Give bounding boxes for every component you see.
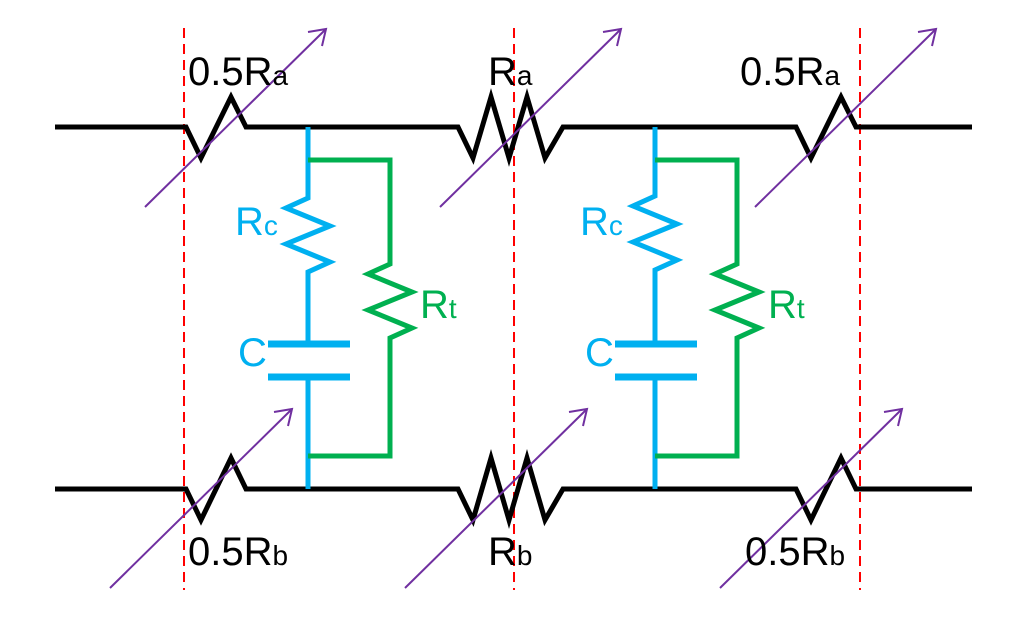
cell1-rc-c-branch [268,127,350,489]
cell1-label-c: C [238,331,267,375]
top-rail [55,88,972,167]
label-top-middle: Ra [488,50,533,94]
arrow-bottom-middle-icon [404,407,589,589]
cell2-rc-resistor [626,127,684,342]
label-bottom-middle: Rb [488,530,532,574]
arrow-top-right-icon [754,27,938,208]
label-top-right: 0.5Ra [740,50,841,94]
arrow-bottom-right-icon [719,407,904,589]
variable-arrows [109,27,938,589]
cell1-rc-resistor [279,127,337,342]
cell1-label-rc: Rc [235,200,278,244]
cell2-label-rc: Rc [580,200,623,244]
cell1-rt-branch [308,157,419,459]
arrow-top-middle-icon [439,27,623,208]
cell2-label-c: C [585,331,614,375]
label-top-left: 0.5Ra [188,50,289,94]
cell2-label-rt: Rt [768,283,805,327]
arrow-top-left-icon [144,27,328,208]
label-bottom-right: 0.5Rb [745,530,845,574]
arrow-bottom-left-icon [109,407,294,589]
label-bottom-left: 0.5Rb [188,530,288,574]
cell1-label-rt: Rt [420,283,457,327]
cell2-rt-branch [655,157,766,459]
cell2-rc-c-branch [615,127,697,489]
